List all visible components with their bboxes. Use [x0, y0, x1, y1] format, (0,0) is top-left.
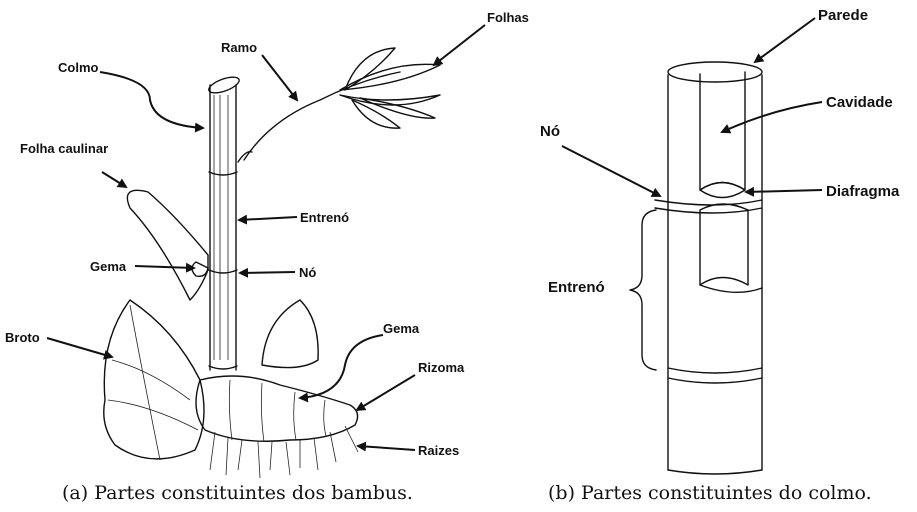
label-parede: Parede: [818, 7, 868, 24]
label-ramo: Ramo: [221, 40, 257, 55]
label-diafragma: Diafragma: [826, 183, 900, 200]
label-colmo: Colmo: [58, 60, 99, 75]
label-gema-top: Gema: [90, 259, 127, 274]
label-folha-caulinar: Folha caulinar: [20, 141, 108, 156]
entreno-brace: [630, 210, 656, 370]
caption-b: (b) Partes constituintes do colmo.: [548, 482, 872, 504]
label-rizoma: Rizoma: [418, 360, 465, 375]
label-broto: Broto: [5, 330, 40, 345]
label-entreno-b: Entrenó: [548, 279, 605, 296]
label-no: Nó: [299, 265, 316, 280]
culm-section-illustration: [655, 62, 762, 474]
label-raizes: Raizes: [418, 443, 459, 458]
label-folhas: Folhas: [487, 10, 529, 25]
caption-a: (a) Partes constituintes dos bambus.: [62, 482, 413, 504]
label-cavidade: Cavidade: [826, 94, 893, 111]
label-gema-bottom: Gema: [383, 321, 420, 336]
label-no-b: Nó: [540, 123, 560, 140]
label-entreno: Entrenó: [300, 210, 349, 225]
bamboo-plant-illustration: [47, 25, 485, 478]
